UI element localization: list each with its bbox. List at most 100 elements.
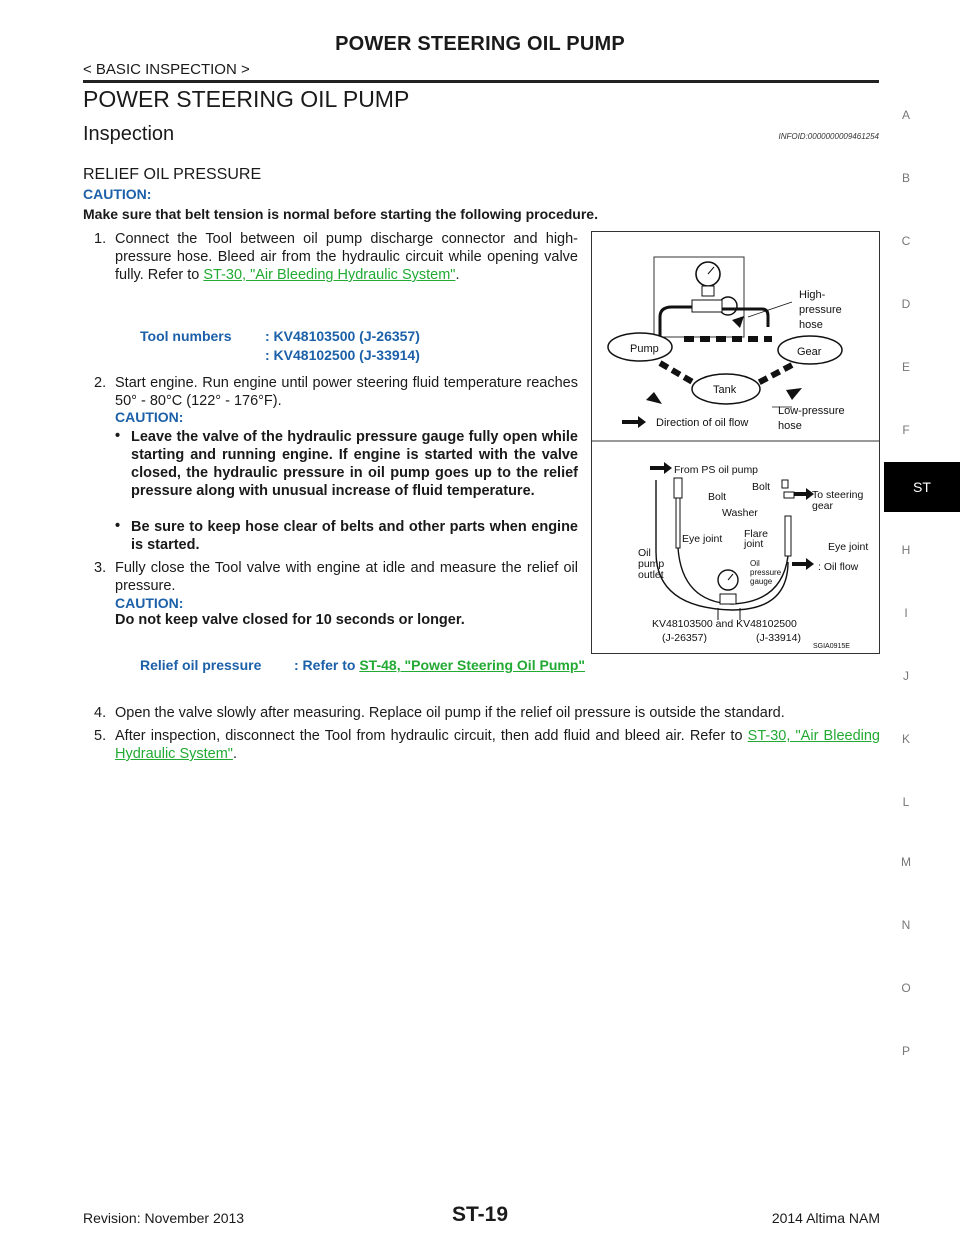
- side-index-d[interactable]: D: [901, 297, 911, 311]
- j-33914-label: (J-33914): [756, 632, 801, 644]
- page-header-title: POWER STEERING OIL PUMP: [335, 33, 625, 55]
- washer-label: Washer: [722, 507, 758, 519]
- gear-label: Gear: [797, 346, 822, 358]
- info-id: INFOID:0000000009461254: [778, 132, 879, 141]
- relief-pressure-label: Relief oil pressure: [140, 657, 262, 673]
- piping-frame: [653, 256, 745, 338]
- low-pressure-label-2: hose: [778, 420, 802, 432]
- from-pump-arrow-icon: [650, 462, 672, 474]
- tool-number-1: : KV48103500 (J-26357): [265, 328, 420, 344]
- to-gear-arrow-icon: [792, 488, 814, 500]
- step-5-text: After inspection, disconnect the Tool fr…: [115, 728, 880, 762]
- step-2-bullet-2: Be sure to keep hose clear of belts and …: [131, 519, 578, 553]
- step-3-text: Fully close the Tool valve with engine a…: [115, 560, 578, 594]
- tank-symbol: [691, 373, 761, 405]
- bolt-label-left: Bolt: [708, 491, 726, 503]
- caution-label: CAUTION:: [83, 186, 152, 202]
- oil-pump-outlet-label-3: outlet: [638, 569, 664, 581]
- step-3-caution-label: CAUTION:: [115, 595, 184, 611]
- side-index-j[interactable]: J: [903, 669, 909, 683]
- to-steering-label-1: To steering: [812, 489, 864, 501]
- side-index-k[interactable]: K: [901, 732, 910, 746]
- step-2-text: Start engine. Run engine until power ste…: [115, 375, 578, 409]
- side-index-o[interactable]: O: [901, 981, 911, 995]
- side-index-i[interactable]: I: [904, 606, 908, 620]
- bullet-icon: •: [115, 518, 121, 534]
- tank-label: Tank: [713, 384, 737, 396]
- footer-model: 2014 Altima NAM: [771, 1210, 880, 1226]
- tool-numbers-label: Tool numbers: [140, 328, 232, 344]
- step-number: 3.: [94, 560, 107, 576]
- link-relief-spec[interactable]: ST-48, "Power Steering Oil Pump": [359, 657, 586, 673]
- step-number: 5.: [94, 728, 107, 744]
- high-pressure-label-3: hose: [799, 319, 823, 331]
- flare-label-2: joint: [743, 538, 763, 550]
- side-index-a[interactable]: A: [901, 108, 910, 122]
- from-ps-label: From PS oil pump: [674, 464, 758, 476]
- flare-label-1: Flare: [744, 528, 768, 540]
- gauge-label-3: gauge: [750, 577, 773, 586]
- gauge-hose: [655, 480, 789, 611]
- eye-joint-left-label: Eye joint: [682, 533, 722, 545]
- caution-text: Make sure that belt tension is normal be…: [83, 206, 598, 222]
- step-number: 4.: [94, 705, 107, 721]
- kv-tool-label: KV48103500 and KV48102500: [652, 618, 797, 630]
- washer-icon: [783, 491, 795, 499]
- side-index-h[interactable]: H: [901, 543, 911, 557]
- to-steering-label-2: gear: [812, 500, 834, 512]
- high-pressure-label-2: pressure: [799, 304, 842, 316]
- diagram-illustration: Pump Gear Tank High- pressure hose Low-p…: [592, 256, 879, 650]
- gauge-label-2: pressure: [750, 568, 782, 577]
- side-index-f[interactable]: F: [902, 423, 910, 437]
- subsection-title: Inspection: [83, 123, 175, 145]
- bolt-label-right: Bolt: [752, 481, 770, 493]
- low-pressure-label-1: Low-pressure: [778, 405, 845, 417]
- page-number: ST-19: [451, 1203, 509, 1226]
- side-index-st-active[interactable]: ST: [884, 462, 960, 512]
- oil-flow-arrow-icon: [792, 558, 814, 570]
- side-index-p[interactable]: P: [901, 1044, 910, 1058]
- side-index-m[interactable]: M: [901, 855, 911, 869]
- step-4-text: Open the valve slowly after measuring. R…: [115, 705, 785, 721]
- side-index-b[interactable]: B: [901, 171, 910, 185]
- side-index-n[interactable]: N: [901, 918, 911, 932]
- flow-arrow-icon: [786, 388, 802, 400]
- bolt-icon: [781, 479, 789, 489]
- side-index-e[interactable]: E: [901, 360, 910, 374]
- side-index-l[interactable]: L: [902, 795, 910, 809]
- high-pressure-label-1: High-: [799, 289, 826, 301]
- step-number: 2.: [94, 375, 107, 391]
- header-divider: [83, 80, 879, 83]
- hydraulic-diagram: Pump Gear Tank High- pressure hose Low-p…: [591, 231, 880, 654]
- eye-joint-right-label: Eye joint: [828, 541, 868, 553]
- step-number: 1.: [94, 231, 107, 247]
- footer-revision: Revision: November 2013: [83, 1210, 245, 1226]
- oil-pump-outlet-label-2: pump: [638, 558, 664, 570]
- pump-symbol: [607, 332, 673, 362]
- bullet-icon: •: [115, 428, 121, 444]
- gauge-label-1: Oil: [750, 559, 760, 568]
- step-1-text: Connect the Tool between oil pump discha…: [115, 231, 578, 283]
- section-title: POWER STEERING OIL PUMP: [83, 86, 410, 112]
- pump-label: Pump: [630, 343, 659, 355]
- procedure-title: RELIEF OIL PRESSURE: [83, 166, 262, 183]
- link-air-bleeding-2[interactable]: ST-30, "Air Bleeding Hydraulic System": [115, 728, 880, 762]
- gear-symbol: [777, 335, 843, 365]
- side-index-c[interactable]: C: [901, 234, 911, 248]
- tool-number-2: : KV48102500 (J-33914): [265, 347, 420, 363]
- bolt-icon: [673, 477, 683, 499]
- oil-pump-outlet-label-1: Oil: [638, 547, 651, 559]
- direction-arrow-icon: [622, 416, 646, 428]
- page-category: < BASIC INSPECTION >: [83, 61, 250, 78]
- step-3-caution-text: Do not keep valve closed for 10 seconds …: [115, 612, 465, 628]
- flare-joint-icon: [784, 515, 792, 557]
- direction-label: Direction of oil flow: [656, 417, 748, 429]
- step-2-caution-label: CAUTION:: [115, 409, 184, 425]
- figure-code: SGIA0915E: [813, 643, 850, 650]
- flow-arrow-icon: [646, 392, 662, 404]
- step-2-bullet-1: Leave the valve of the hydraulic pressur…: [131, 429, 578, 499]
- relief-pressure-value: : Refer to ST-48, "Power Steering Oil Pu…: [294, 657, 586, 673]
- j-26357-label: (J-26357): [662, 632, 707, 644]
- link-air-bleeding[interactable]: ST-30, "Air Bleeding Hydraulic System": [203, 267, 456, 283]
- oil-flow-label: : Oil flow: [818, 561, 859, 573]
